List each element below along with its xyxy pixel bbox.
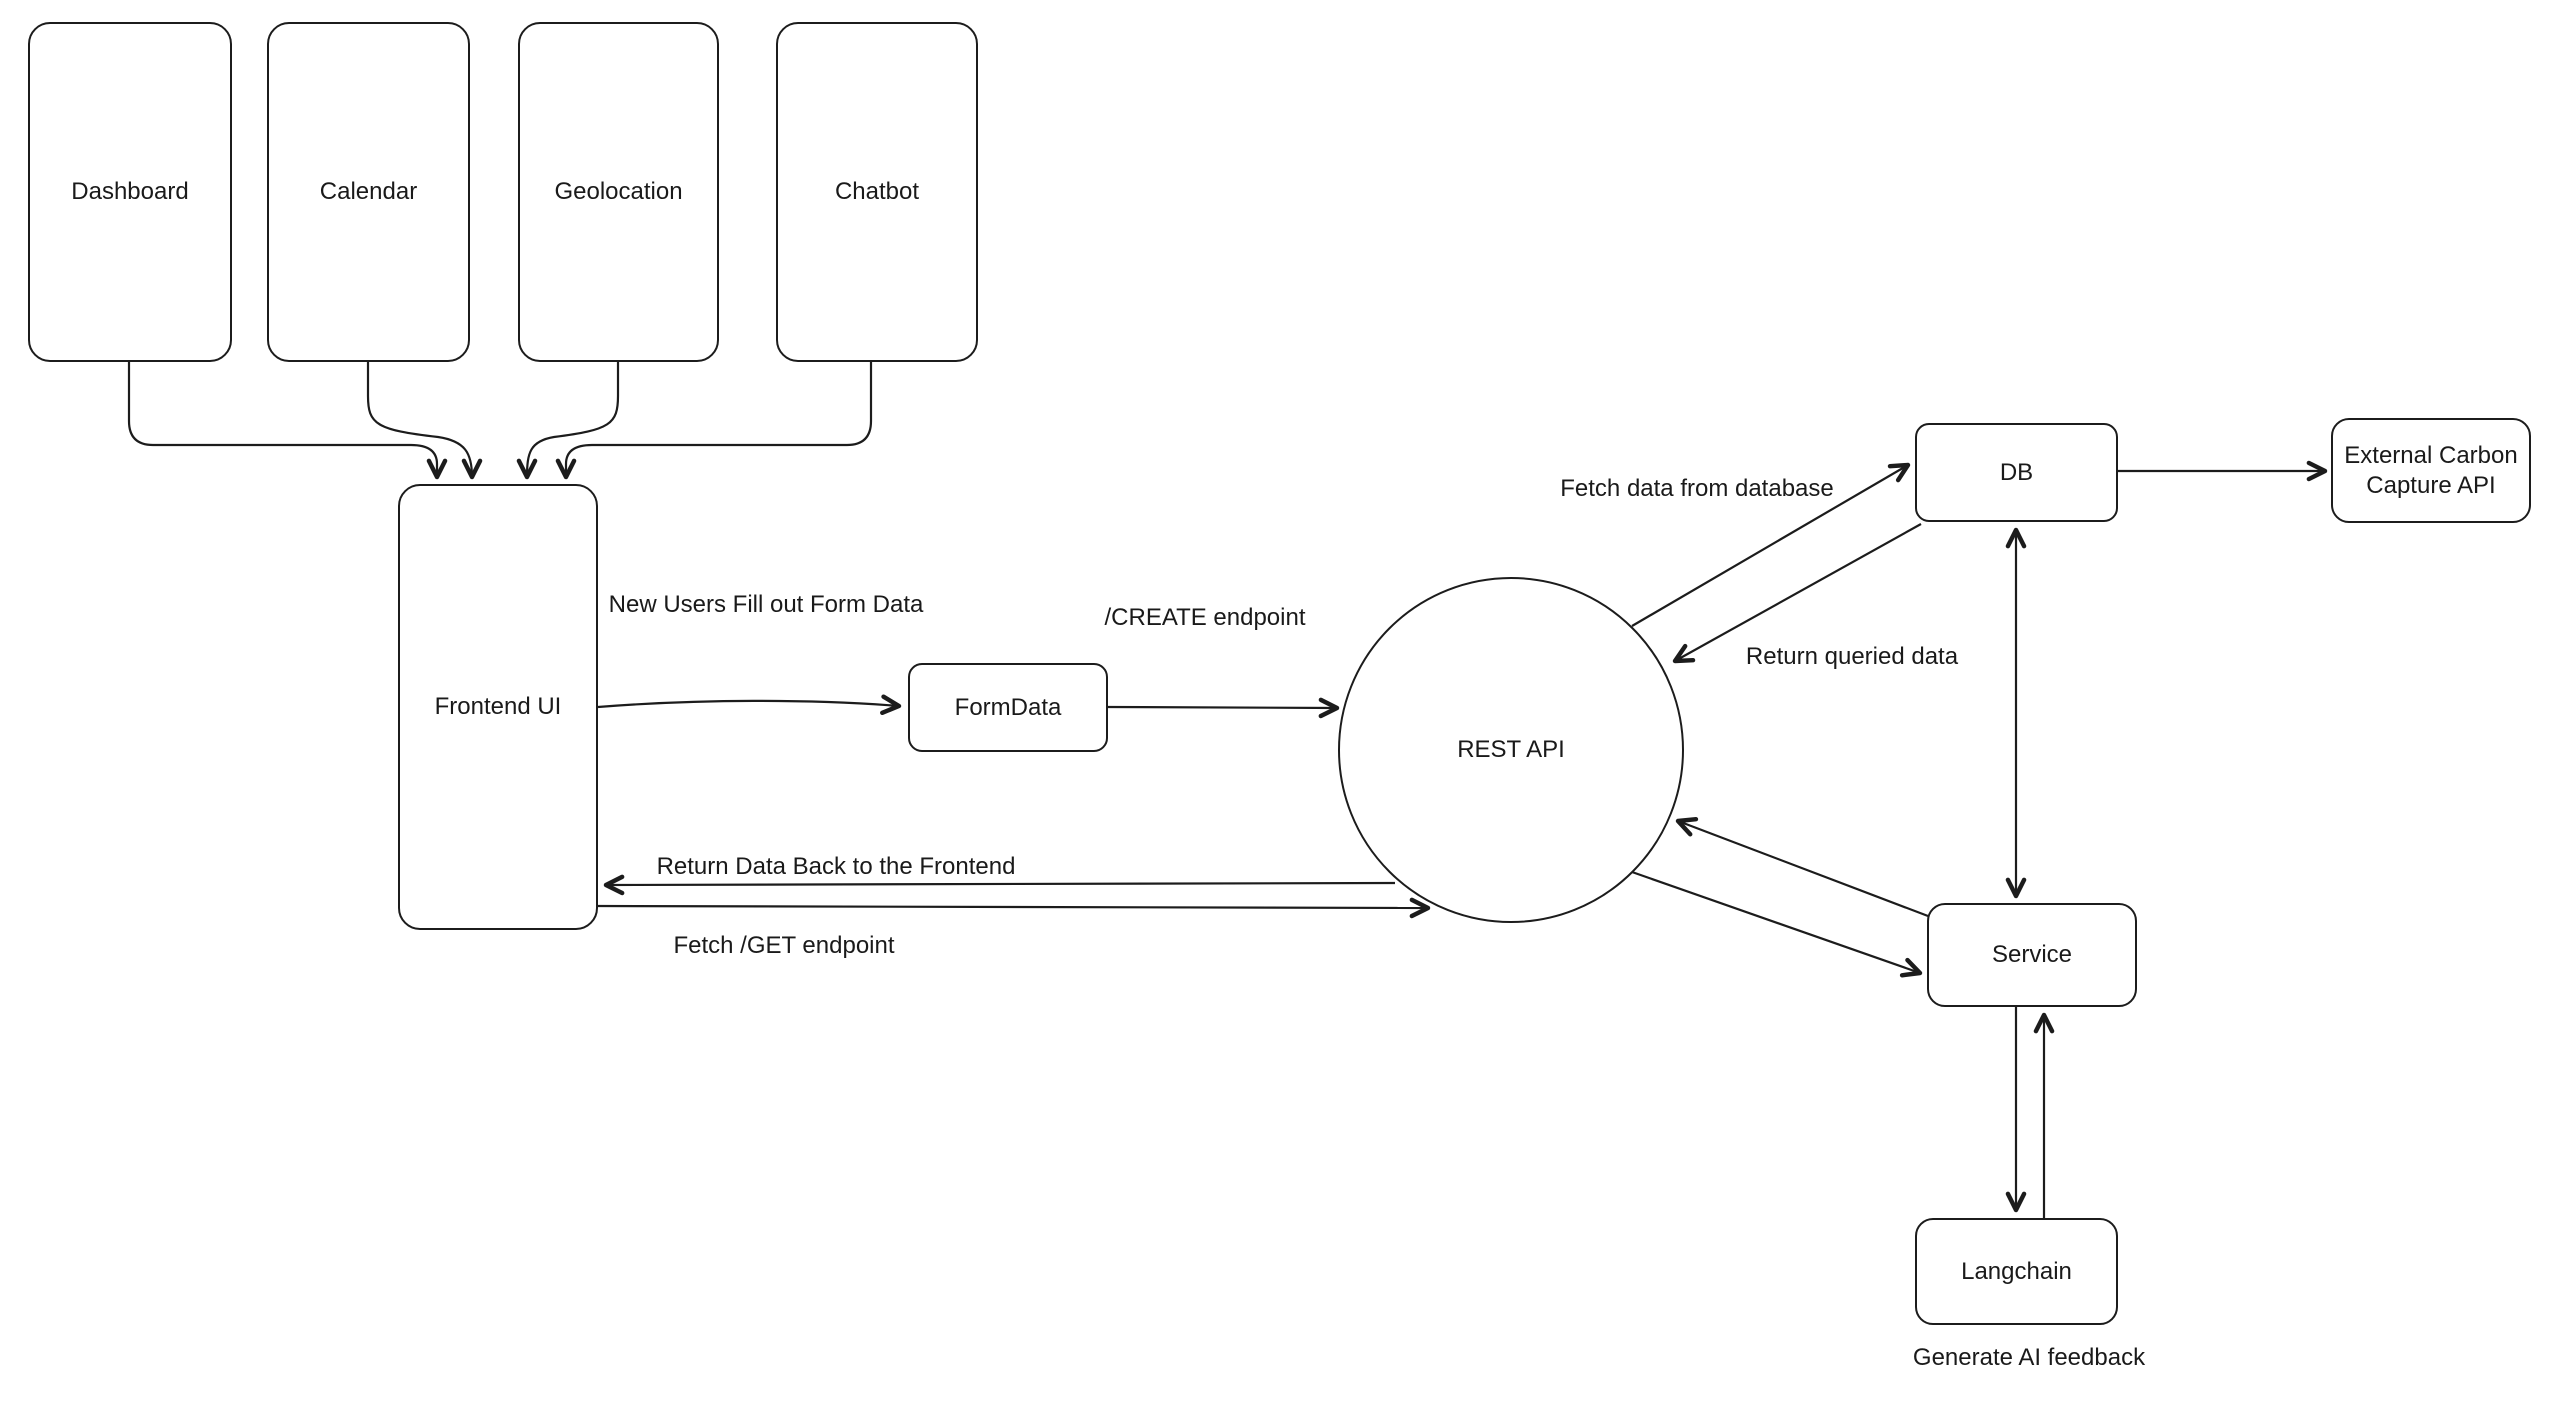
edge-service-restapi: [1675, 816, 1929, 918]
edge-restapi-service: [1631, 870, 1923, 978]
node-dashboard: Dashboard: [28, 22, 232, 362]
edge-label-new-users: New Users Fill out Form Data: [608, 591, 924, 618]
edge-db-restapi: [1672, 523, 1922, 664]
node-rest-api-label: REST API: [1457, 736, 1565, 763]
edge-frontend-restapi-get: [597, 897, 1431, 919]
node-formdata: FormData: [908, 663, 1108, 752]
node-chatbot: Chatbot: [776, 22, 978, 362]
edge-chatbot-frontend: [555, 362, 873, 480]
edge-label-create-endpoint: /CREATE endpoint: [1104, 604, 1306, 631]
node-rest-api: REST API: [1338, 577, 1684, 923]
edge-label-return-data: Return Data Back to the Frontend: [656, 853, 1016, 880]
node-chatbot-label: Chatbot: [834, 178, 920, 205]
edge-calendar-frontend: [366, 362, 483, 480]
edge-dashboard-frontend: [127, 362, 448, 480]
node-geolocation: Geolocation: [518, 22, 719, 362]
edge-geolocation-frontend: [516, 362, 620, 480]
node-db-label: DB: [1999, 458, 2034, 486]
node-dashboard-label: Dashboard: [71, 178, 189, 205]
edge-label-generate-ai: Generate AI feedback: [1912, 1344, 2146, 1371]
edge-label-fetch-db: Fetch data from database: [1560, 475, 1834, 502]
edge-label-fetch-get: Fetch /GET endpoint: [673, 932, 895, 959]
node-external-api-label-line1: External Carbon: [2344, 441, 2518, 469]
node-formdata-label: FormData: [954, 693, 1062, 721]
edge-label-return-queried: Return queried data: [1745, 643, 1959, 670]
node-external-api-label-line2: Capture API: [2366, 471, 2496, 499]
node-langchain-label: Langchain: [1961, 1257, 2072, 1285]
node-frontend-ui: Frontend UI: [398, 484, 598, 930]
node-service: Service: [1927, 903, 2137, 1007]
node-geolocation-label: Geolocation: [554, 178, 683, 205]
node-langchain: Langchain: [1915, 1218, 2118, 1325]
edge-formdata-restapi: [1107, 697, 1340, 719]
node-calendar: Calendar: [267, 22, 470, 362]
node-db: DB: [1915, 423, 2118, 522]
node-frontend-ui-label: Frontend UI: [434, 693, 562, 720]
edge-frontend-formdata: [597, 694, 902, 715]
node-service-label: Service: [1991, 941, 2073, 968]
edge-restapi-db: [1631, 462, 1911, 627]
node-external-api: External Carbon Capture API: [2331, 418, 2531, 523]
edge-restapi-frontend-return: [603, 874, 1396, 896]
node-calendar-label: Calendar: [319, 178, 418, 205]
